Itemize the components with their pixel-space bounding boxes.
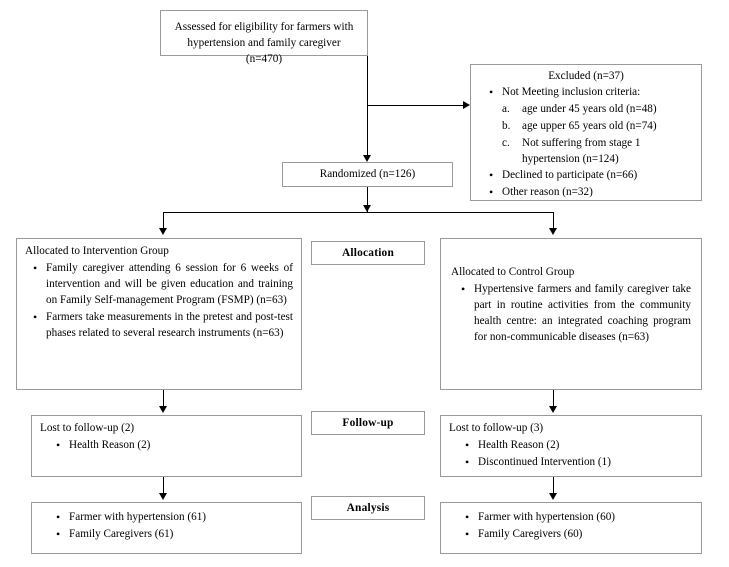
excluded-subitem: c. Not suffering from stage 1 hypertensi… [502, 136, 695, 168]
excluded-subitem: b. age upper 65 years old (n=74) [502, 119, 695, 135]
stage-label-followup-text: Follow-up [342, 417, 394, 429]
followup-control-lead: Lost to follow-up (3) [449, 422, 544, 434]
box-analysis-control: Farmer with hypertension (60) Family Car… [440, 502, 702, 554]
connector-assessed-to-randomized [367, 56, 368, 160]
box-followup-intervention: Lost to follow-up (2) Health Reason (2) [31, 415, 302, 477]
arrowhead-split-center [363, 205, 371, 212]
excluded-subitem-text: age under 45 years old (n=48) [522, 102, 657, 115]
stage-label-allocation: Allocation [311, 241, 425, 265]
stage-label-followup: Follow-up [311, 411, 425, 435]
arrowhead-analysis-intervention [159, 493, 167, 500]
connector-followup-to-analysis-left [163, 477, 164, 498]
box-allocated-intervention: Allocated to Intervention Group Family c… [16, 238, 302, 390]
box-allocated-control: Allocated to Control Group Hypertensive … [440, 238, 702, 390]
assessed-line-2: hypertension and family caregiver (n=470… [187, 36, 341, 65]
connector-assessed-to-excluded [367, 105, 464, 106]
followup-intervention-item: Health Reason (2) [56, 437, 293, 454]
followup-control-item: Health Reason (2) [465, 437, 693, 454]
intervention-lead: Allocated to Intervention Group [25, 245, 169, 257]
stage-label-allocation-text: Allocation [342, 247, 394, 259]
arrowhead-analysis-control [549, 493, 557, 500]
connector-split-left [163, 212, 164, 232]
intervention-item: Farmers take measurements in the pretest… [33, 309, 293, 342]
arrowhead-to-intervention [159, 228, 167, 235]
excluded-heading: Excluded (n=37) [548, 70, 624, 82]
control-item: Hypertensive farmers and family caregive… [461, 281, 691, 346]
analysis-intervention-item: Family Caregivers (61) [56, 526, 293, 543]
connector-intervention-to-followup [163, 390, 164, 411]
connector-followup-to-analysis-right [553, 477, 554, 498]
analysis-intervention-item: Farmer with hypertension (61) [56, 509, 293, 526]
connector-control-to-followup [553, 390, 554, 411]
connector-split-right [553, 212, 554, 232]
excluded-subitem-mark: a. [502, 102, 510, 115]
followup-intervention-lead: Lost to follow-up (2) [40, 422, 135, 434]
excluded-subitem: a. age under 45 years old (n=48) [502, 102, 695, 118]
arrowhead-to-control [549, 228, 557, 235]
excluded-subitem-mark: c. [502, 136, 510, 149]
analysis-control-item: Family Caregivers (60) [465, 526, 693, 543]
excluded-item-label: Not Meeting inclusion criteria: [502, 85, 641, 98]
analysis-control-item: Farmer with hypertension (60) [465, 509, 693, 526]
excluded-item: Declined to participate (n=66) [489, 167, 695, 184]
arrowhead-to-randomized [363, 155, 371, 162]
excluded-subitem-text: Not suffering from stage 1 hypertension … [522, 136, 641, 165]
connector-randomized-down [367, 187, 368, 212]
connector-split-horizontal [163, 212, 553, 213]
excluded-item: Other reason (n=32) [489, 184, 695, 201]
arrowhead-intervention-followup [159, 406, 167, 413]
excluded-subitem-mark: b. [502, 119, 511, 132]
control-lead: Allocated to Control Group [451, 266, 575, 278]
arrowhead-control-followup [549, 406, 557, 413]
stage-label-analysis-text: Analysis [346, 502, 390, 514]
excluded-subitem-text: age upper 65 years old (n=74) [522, 119, 657, 132]
arrowhead-to-excluded [463, 101, 470, 109]
box-excluded: Excluded (n=37) Not Meeting inclusion cr… [470, 64, 702, 201]
stage-label-analysis: Analysis [311, 496, 425, 520]
randomized-label: Randomized (n=126) [319, 168, 416, 180]
followup-control-item: Discontinued Intervention (1) [465, 454, 693, 471]
box-assessed-for-eligibility: Assessed for eligibility for farmers wit… [160, 10, 368, 65]
assessed-line-1: Assessed for eligibility for farmers wit… [174, 21, 354, 33]
box-randomized: Randomized (n=126) [282, 162, 453, 187]
box-analysis-intervention: Farmer with hypertension (61) Family Car… [31, 502, 302, 554]
box-followup-control: Lost to follow-up (3) Health Reason (2) … [440, 415, 702, 477]
excluded-item: Not Meeting inclusion criteria: a. age u… [489, 84, 695, 168]
intervention-item: Family caregiver attending 6 session for… [33, 260, 293, 309]
